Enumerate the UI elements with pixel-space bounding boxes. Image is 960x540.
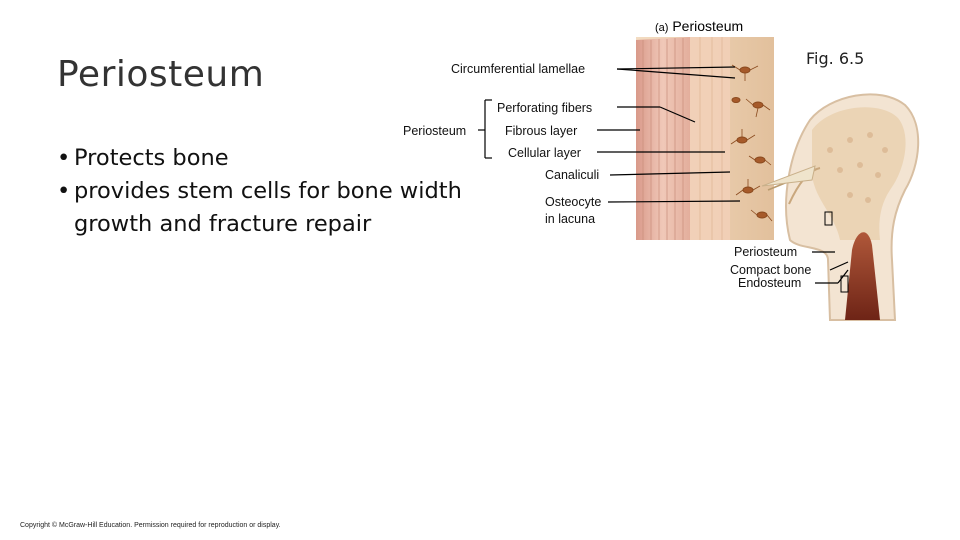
bullet-list: • Protects bone • provides stem cells fo… xyxy=(57,142,477,241)
label-periosteum-bracket: Periosteum xyxy=(403,124,467,138)
bullet-text: Protects bone xyxy=(74,145,229,171)
bullet-text: provides stem cells for bone width growt… xyxy=(74,178,462,237)
label-circumferential-lamellae: Circumferential lamellae xyxy=(451,62,586,76)
label-osteocyte: Osteocyte xyxy=(545,195,602,209)
panel-title: Periosteum xyxy=(672,18,744,34)
bullet-item: • Protects bone xyxy=(57,142,477,175)
label-fibrous-layer: Fibrous layer xyxy=(505,124,578,138)
label-cellular-layer: Cellular layer xyxy=(508,146,581,160)
leader-lines xyxy=(478,66,849,284)
figure-number: Fig. 6.5 xyxy=(806,49,865,68)
label-perforating-fibers: Perforating fibers xyxy=(497,101,593,115)
label-compact-bone: Compact bone xyxy=(730,263,812,277)
bullet-marker: • xyxy=(57,145,71,171)
femur-illustration xyxy=(761,93,920,321)
label-in-lacuna: in lacuna xyxy=(545,212,596,226)
label-endosteum: Endosteum xyxy=(738,276,802,290)
label-femur-periosteum: Periosteum xyxy=(734,245,798,259)
label-canaliculi: Canaliculi xyxy=(545,168,600,182)
panel-marker: (a) xyxy=(655,22,669,34)
tissue-block xyxy=(636,37,774,240)
bullet-item: • provides stem cells for bone width gro… xyxy=(57,175,477,241)
bullet-marker: • xyxy=(57,178,71,204)
panel-label: (a) Periosteum xyxy=(655,18,743,34)
copyright-notice: Copyright © McGraw-Hill Education. Permi… xyxy=(20,522,281,529)
slide-title: Periosteum xyxy=(57,54,265,95)
